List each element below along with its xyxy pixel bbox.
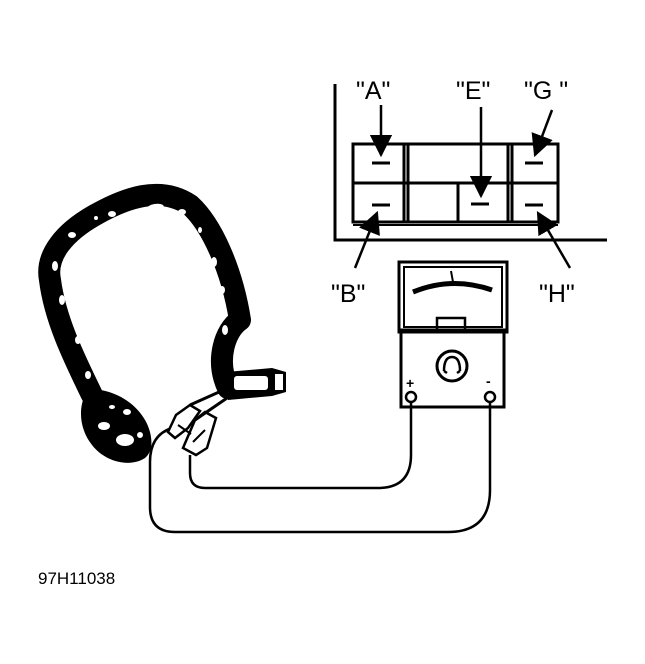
arrow-h bbox=[536, 211, 572, 269]
sensor-harness bbox=[38, 183, 286, 463]
meter-knob bbox=[435, 349, 469, 383]
label-e: "E" bbox=[456, 77, 490, 105]
analog-meter bbox=[397, 260, 509, 409]
negative-lead bbox=[148, 402, 492, 534]
connector-terminals bbox=[372, 161, 543, 207]
meter-positive-terminal bbox=[404, 390, 418, 404]
figure-code: 97H11038 bbox=[38, 569, 115, 588]
connector-housing bbox=[333, 84, 607, 242]
label-b: "B" bbox=[331, 280, 365, 308]
probe-negative bbox=[166, 403, 202, 440]
label-h: "H" bbox=[539, 280, 575, 308]
meter-needle bbox=[450, 270, 454, 283]
terminal-arrows bbox=[353, 105, 572, 269]
probe-tips bbox=[166, 386, 231, 457]
label-a: "A" bbox=[356, 77, 390, 105]
arrow-b bbox=[353, 210, 380, 269]
test-leads bbox=[148, 402, 492, 534]
label-g: "G " bbox=[524, 77, 568, 105]
meter-negative-label: - bbox=[486, 373, 491, 389]
meter-scale bbox=[412, 281, 493, 295]
arrow-g bbox=[531, 109, 554, 158]
meter-positive-label: + bbox=[406, 375, 414, 391]
positive-lead bbox=[188, 402, 413, 490]
meter-negative-terminal bbox=[483, 390, 497, 404]
